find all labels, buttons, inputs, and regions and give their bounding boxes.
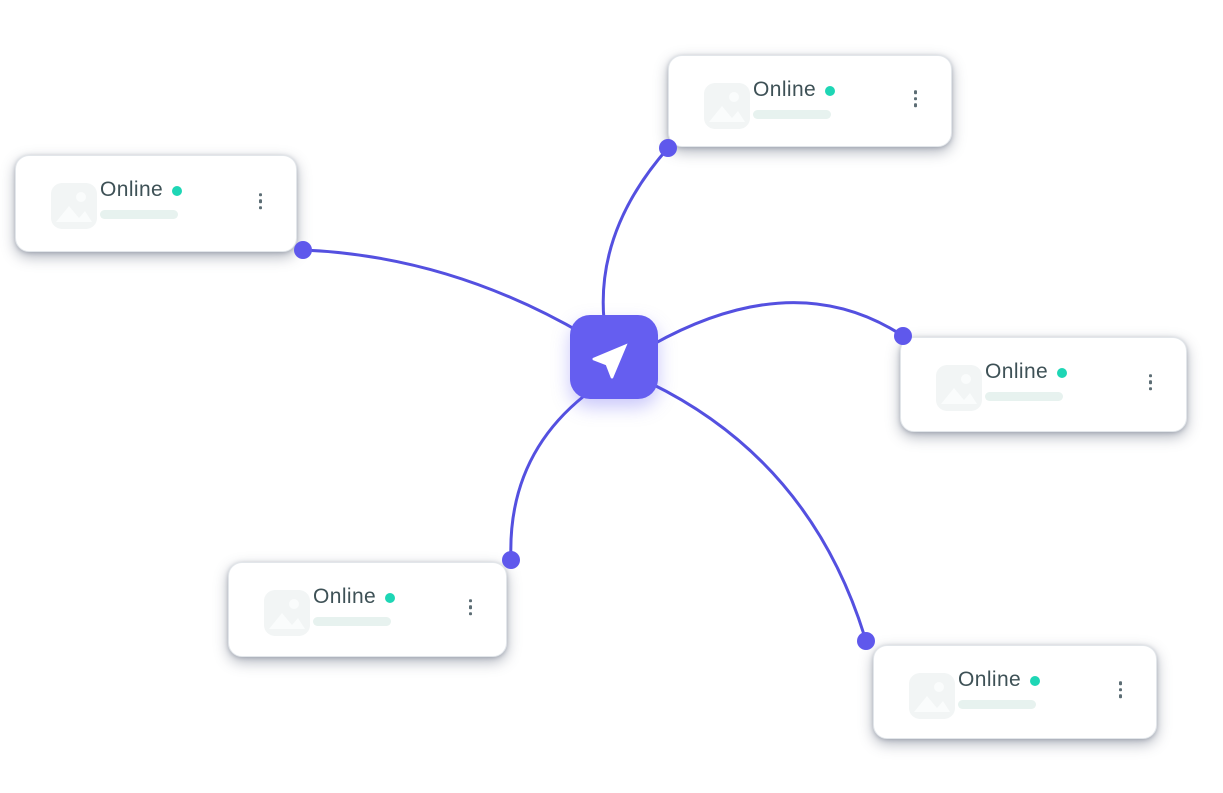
card-body: Online <box>753 78 836 120</box>
connector-endpoint-left <box>294 241 312 259</box>
status-row: Online <box>958 668 1041 692</box>
card-body: Online <box>985 360 1068 402</box>
kebab-menu-icon[interactable] <box>1115 677 1127 702</box>
status-card-right[interactable]: Online <box>900 337 1187 432</box>
kebab-menu-icon[interactable] <box>1145 370 1157 395</box>
status-card-bottom-left[interactable]: Online <box>228 562 507 657</box>
status-row: Online <box>985 360 1068 384</box>
connector-bottom-left <box>509 394 586 562</box>
image-placeholder-icon <box>908 670 956 722</box>
image-placeholder-icon <box>703 80 751 132</box>
text-placeholder-bar <box>985 392 1063 402</box>
status-label: Online <box>985 360 1049 383</box>
online-status-dot <box>825 86 836 97</box>
image-placeholder-icon <box>263 587 311 639</box>
image-placeholder-icon <box>935 362 983 414</box>
card-body: Online <box>958 668 1041 710</box>
connector-bottom-right <box>648 381 868 643</box>
connector-top <box>601 146 670 322</box>
card-body: Online <box>100 178 183 220</box>
status-label: Online <box>753 78 817 101</box>
connector-right <box>650 301 905 347</box>
kebab-menu-icon[interactable] <box>255 189 267 214</box>
kebab-menu-icon[interactable] <box>910 86 922 111</box>
text-placeholder-bar <box>100 210 178 220</box>
center-hub-node[interactable] <box>570 315 658 399</box>
online-status-dot <box>172 186 183 197</box>
connector-left <box>301 248 587 337</box>
kebab-menu-icon[interactable] <box>465 595 477 620</box>
status-label: Online <box>958 668 1022 691</box>
text-placeholder-bar <box>958 700 1036 710</box>
card-body: Online <box>313 585 396 627</box>
image-placeholder-icon <box>50 180 98 232</box>
text-placeholder-bar <box>313 617 391 627</box>
send-icon <box>591 334 637 380</box>
status-card-left[interactable]: Online <box>15 155 297 252</box>
online-status-dot <box>1057 368 1068 379</box>
status-row: Online <box>313 585 396 609</box>
status-card-bottom-right[interactable]: Online <box>873 645 1157 739</box>
status-row: Online <box>100 178 183 202</box>
online-status-dot <box>1030 676 1041 687</box>
online-status-dot <box>385 593 396 604</box>
status-label: Online <box>313 585 377 608</box>
connector-endpoint-bottom-right <box>857 632 875 650</box>
status-card-top[interactable]: Online <box>668 55 952 147</box>
status-row: Online <box>753 78 836 102</box>
text-placeholder-bar <box>753 110 831 120</box>
connector-endpoint-bottom-left <box>502 551 520 569</box>
status-label: Online <box>100 178 164 201</box>
